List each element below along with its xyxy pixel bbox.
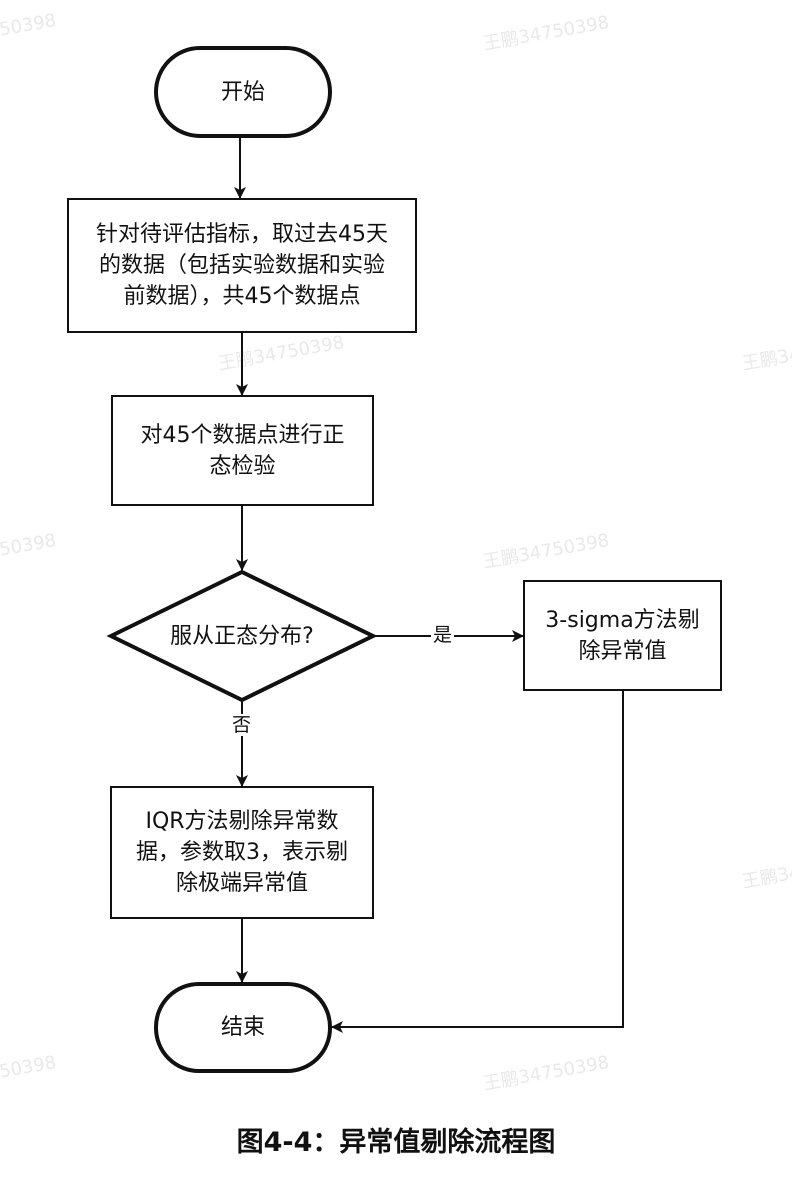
end-label: 结束 — [220, 1015, 265, 1040]
start-label: 开始 — [220, 79, 265, 105]
figure-caption: 图4-4：异常值剔除流程图 — [236, 1127, 556, 1158]
collect-data-line: 的数据（包括实验数据和实验 — [98, 253, 385, 278]
collect-data-line: 前数据），共45个数据点 — [123, 284, 361, 309]
decision-label: 服从正态分布? — [170, 623, 314, 649]
normal-distribution-decision — [106, 569, 378, 703]
collect-data-line: 针对待评估指标，取过去45天 — [96, 222, 388, 247]
yes-label: 是 — [431, 624, 455, 646]
no-label: 否 — [230, 714, 254, 736]
normality-test-line: 态检验 — [209, 453, 276, 479]
normality-test-line: 对45个数据点进行正 — [140, 422, 345, 448]
three-sigma-line: 除异常值 — [578, 638, 667, 664]
three-sigma-line: 3-sigma方法剔 — [545, 607, 700, 633]
start-terminal — [154, 46, 332, 138]
edge-three-sigma-to-end — [331, 691, 624, 1033]
three-sigma-label: 3-sigma方法剔 除异常值 — [524, 581, 721, 690]
iqr-line: 除极端异常值 — [175, 871, 308, 896]
three-sigma-box — [523, 580, 722, 691]
end-terminal — [154, 982, 332, 1073]
normality-test-label: 对45个数据点进行正 态检验 — [112, 396, 373, 505]
iqr-box — [110, 786, 374, 919]
collect-data-label: 针对待评估指标，取过去45天 的数据（包括实验数据和实验 前数据），共45个数据… — [68, 199, 416, 332]
iqr-line: IQR方法剔除异常数 — [145, 809, 339, 834]
iqr-label: IQR方法剔除异常数 据，参数取3，表示剔 除极端异常值 — [111, 787, 373, 918]
collect-data-box — [67, 198, 417, 333]
iqr-line: 据，参数取3，表示剔 — [136, 840, 348, 865]
normality-test-box — [111, 395, 374, 506]
